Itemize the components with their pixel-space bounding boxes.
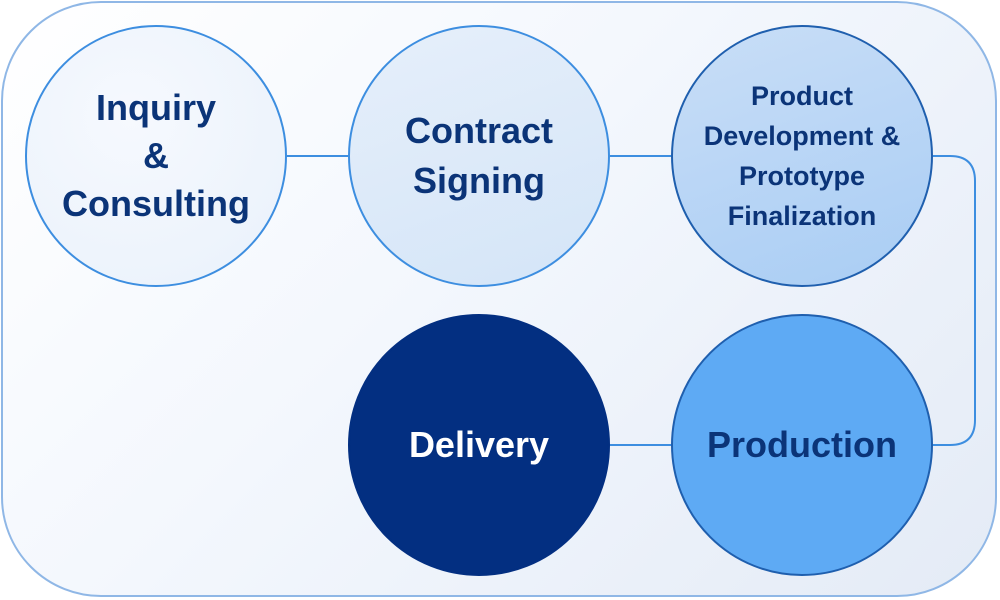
step-delivery-label: Delivery (408, 424, 550, 465)
step-production: Production (671, 314, 933, 576)
step-inquiry-consulting: Inquiry & Consulting (25, 25, 287, 287)
step-contract-label: Contract Signing (404, 110, 553, 201)
step-production-label: Production (707, 424, 897, 465)
step-delivery: Delivery (348, 314, 610, 576)
connector-product-production (933, 155, 976, 446)
step-product-development: Product Development & Prototype Finaliza… (671, 25, 933, 287)
step-inquiry-label: Inquiry & Consulting (62, 87, 250, 224)
step-contract-signing: Contract Signing (348, 25, 610, 287)
step-product-label: Product Development & Prototype Finaliza… (703, 81, 901, 231)
